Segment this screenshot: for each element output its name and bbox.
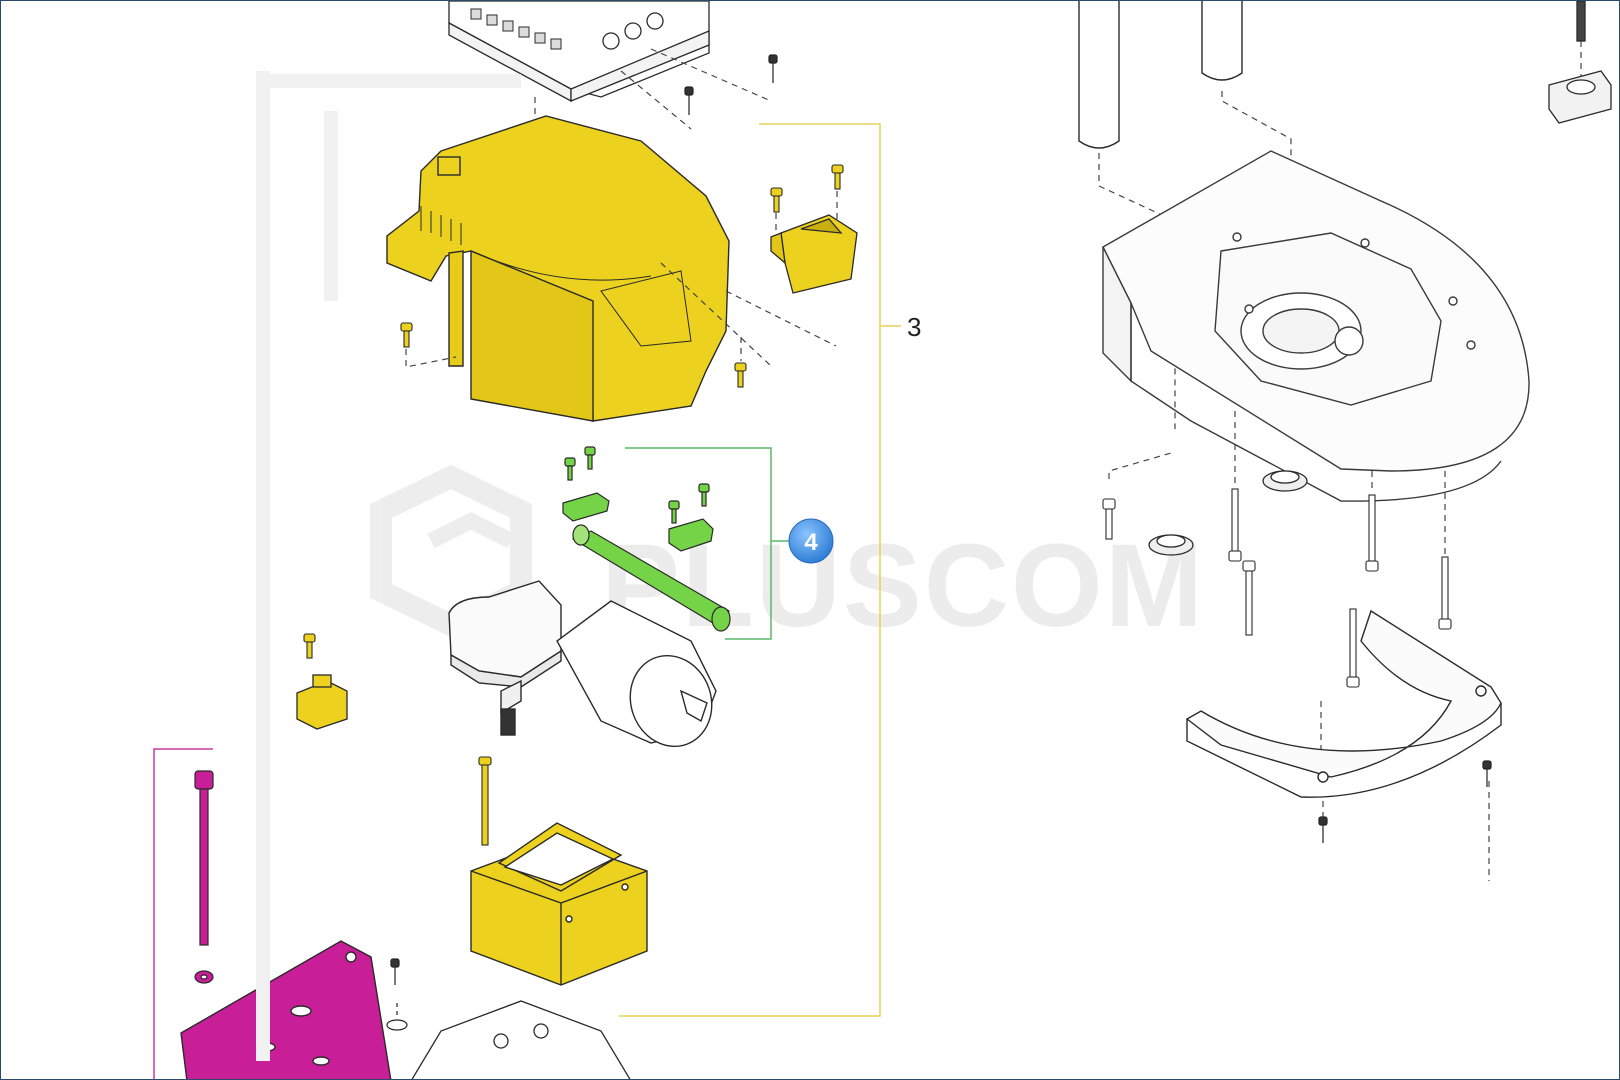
bottom-small-screws[interactable] — [386, 958, 408, 1031]
control-board[interactable] — [448, 1, 710, 103]
bottom-base-housing[interactable] — [411, 1000, 631, 1080]
housing-long-screws[interactable] — [1102, 488, 1452, 688]
green-shaft-assembly[interactable] — [562, 446, 731, 632]
bracket-callout-3 — [619, 123, 901, 1017]
background-ghost-shapes — [256, 71, 521, 1061]
watermark-inner-icon — [427, 512, 515, 549]
green-clamp-right[interactable] — [668, 518, 714, 552]
green-clamp-left[interactable] — [562, 492, 610, 522]
gear-motor[interactable] — [448, 580, 724, 758]
bracket-callout-4 — [625, 447, 791, 640]
rubber-grommets[interactable] — [1148, 470, 1308, 556]
long-yellow-bolt[interactable] — [478, 756, 492, 846]
yellow-cover[interactable] — [386, 115, 730, 422]
callout-4-badge: 4 — [788, 518, 834, 564]
support-columns[interactable] — [1078, 1, 1243, 149]
callout-3-label: 3 — [907, 312, 921, 342]
yellow-junction-box[interactable] — [770, 214, 858, 294]
bracket-magenta — [153, 748, 213, 1079]
magenta-long-bolt[interactable] — [194, 770, 214, 984]
board-leader-lines — [534, 48, 772, 131]
yellow-transformer[interactable] — [470, 822, 648, 986]
arc-cover-screws[interactable] — [1318, 760, 1492, 843]
yellow-cover-screws[interactable] — [303, 164, 844, 659]
callout-4-label: 4 — [804, 529, 818, 556]
white-gear-housing[interactable] — [1102, 150, 1530, 502]
green-screws[interactable] — [564, 446, 710, 524]
white-arc-cover[interactable] — [1185, 609, 1502, 798]
top-right-screw-and-bearing[interactable] — [1548, 1, 1612, 124]
magenta-mounting-plate[interactable] — [180, 940, 392, 1080]
yellow-connector[interactable] — [296, 674, 348, 730]
board-screws[interactable] — [684, 54, 778, 115]
